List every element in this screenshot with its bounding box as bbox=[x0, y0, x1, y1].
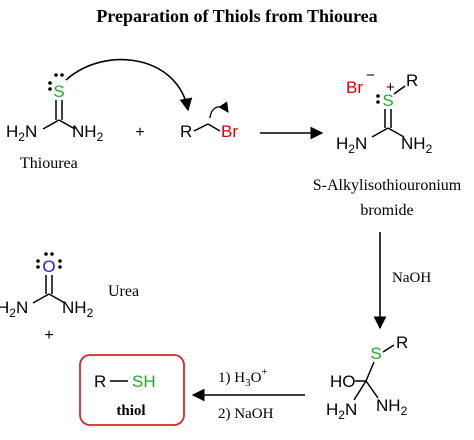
tetrahedral-intermediate: S R HO H2N NH2 bbox=[326, 333, 408, 422]
bromide-charge: − bbox=[366, 67, 375, 84]
alkyl-r-group: R bbox=[180, 122, 192, 141]
page-title: Preparation of Thiols from Thiourea bbox=[96, 6, 378, 26]
svg-text:H2N: H2N bbox=[6, 122, 37, 144]
alkyl-bromide: R Br bbox=[180, 101, 238, 141]
thiol-sh-group: SH bbox=[132, 372, 156, 391]
thiourea-sulfur: S bbox=[53, 82, 64, 101]
intermediate-amine-right: NH2 bbox=[376, 396, 408, 418]
isothiouronium-sulfur: S bbox=[382, 91, 393, 110]
reagent-step2: 2) NaOH bbox=[218, 406, 274, 422]
intermediate-sulfur: S bbox=[370, 344, 381, 363]
thiourea-molecule: S H2N NH2 Thiourea bbox=[6, 73, 104, 172]
thiourea-label: Thiourea bbox=[20, 155, 78, 172]
urea-molecule: O H2N NH2 Urea bbox=[0, 252, 139, 320]
plus-sign-byproduct: + bbox=[44, 327, 53, 344]
svg-text:NH2: NH2 bbox=[72, 122, 104, 144]
intermediate-hydroxyl: HO bbox=[330, 372, 356, 391]
isothiouronium-label-line1: S-Alkylisothiouronium bbox=[313, 177, 462, 194]
isothiouronium-amine-left: H2N bbox=[336, 134, 367, 156]
isothiouronium-label-line2: bromide bbox=[360, 202, 413, 219]
reagent-step1: 1) H3O+ bbox=[218, 366, 268, 389]
isothiouronium-lone-pair bbox=[376, 94, 380, 104]
urea-amine-left: H2N bbox=[0, 298, 28, 320]
thiol-highlight-box bbox=[79, 354, 185, 426]
sulfur-lone-pairs bbox=[48, 73, 64, 91]
sulfonium-charge: + bbox=[386, 79, 395, 96]
plus-sign: + bbox=[135, 124, 144, 141]
thiol-product: R SH thiol bbox=[79, 354, 185, 426]
nucleophilic-attack-arrow bbox=[65, 58, 193, 112]
urea-amine-right: NH2 bbox=[62, 298, 94, 320]
urea-label: Urea bbox=[108, 283, 139, 300]
isothiouronium-r-group: R bbox=[406, 71, 418, 90]
intermediate-amine-left: H2N bbox=[326, 400, 357, 422]
bromide-ion: Br bbox=[346, 78, 363, 97]
thiol-r-group: R bbox=[94, 372, 106, 391]
oxygen-lone-pairs bbox=[36, 252, 62, 269]
reagent-naoh: NaOH bbox=[392, 270, 431, 286]
thiourea-amine-left: H2N bbox=[6, 122, 37, 144]
leaving-group-arrow bbox=[209, 101, 229, 119]
isothiouronium-amine-right: NH2 bbox=[401, 134, 433, 156]
isothiouronium-salt: Br − S + R H2N NH2 S-Alkylisothiouronium… bbox=[313, 67, 462, 219]
intermediate-r-group: R bbox=[396, 333, 408, 352]
thiol-label: thiol bbox=[116, 403, 145, 419]
bromine-atom: Br bbox=[221, 122, 238, 141]
urea-oxygen: O bbox=[42, 257, 55, 276]
thiourea-amine-right: NH2 bbox=[72, 122, 104, 144]
